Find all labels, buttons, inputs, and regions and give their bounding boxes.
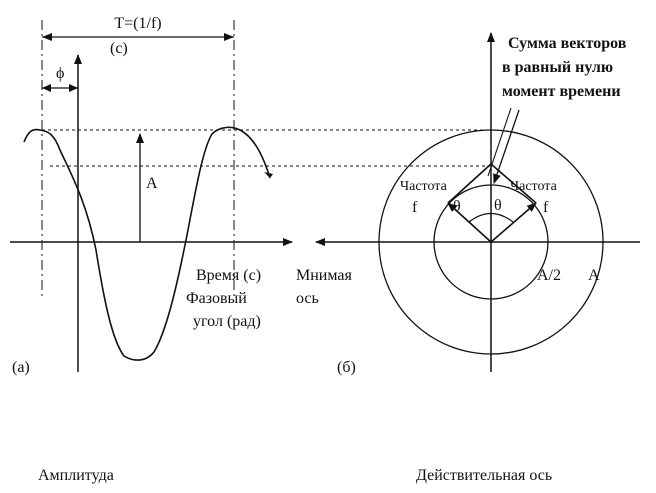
time-axis-label: Время (с) [196,267,261,284]
left-panel: T=(1/f) (c) ϕ A Время (с) Фазовый угол (… [10,15,490,484]
theta-right: θ [494,197,502,214]
theta-arc [468,212,514,223]
theta-left: θ [453,198,461,215]
panel-tag-b: (б) [337,359,356,376]
phase-symbol: ϕ [56,65,64,82]
period-unit: (c) [110,40,128,57]
freq-right-symbol: f [543,199,549,216]
half-amplitude-label: A/2 [537,267,561,284]
right-panel: Мнимая ось Сумма векторов в равный нулю … [296,32,640,484]
vector-left [447,202,492,243]
freq-left-label: Частота [400,179,448,194]
real-axis-label: Действительная ось [416,467,552,484]
amplitude-axis-label: Амплитуда [38,467,114,484]
freq-left-symbol: f [412,199,418,216]
amplitude-symbol: A [146,175,158,192]
imag-axis-label-line2: ось [296,290,319,307]
phase-axis-label-line1: Фазовый [186,290,247,307]
sum-label-line2: в равный нулю [502,59,613,76]
sine-waveform [23,126,271,361]
sum-label-line1: Сумма векторов [508,35,627,52]
vector-right [490,202,537,243]
imag-axis-label-line1: Мнимая [296,267,352,284]
sum-pointer [493,109,520,184]
phase-axis-label-line2: угол (рад) [193,313,261,330]
parallelogram-left [447,163,492,204]
amplitude-label: A [588,267,600,284]
freq-right-label: Частота [510,179,558,194]
panel-tag-a: (а) [12,359,30,376]
sum-label-line3: момент времени [502,83,621,100]
period-label: T=(1/f) [114,15,161,32]
